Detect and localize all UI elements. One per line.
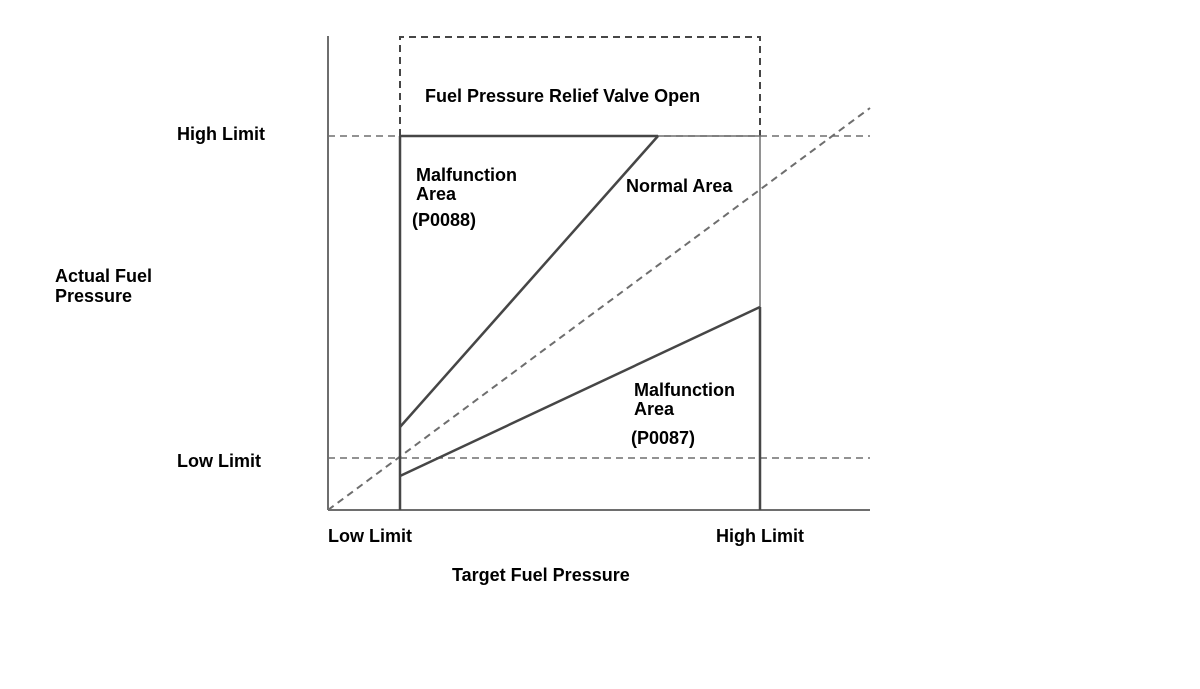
relief-valve-dashed-box: [399, 36, 761, 136]
normal-area-label: Normal Area: [626, 176, 733, 196]
reference-diagonal-dashed-line: [327, 107, 871, 511]
y-low-limit-label: Low Limit: [177, 451, 261, 471]
y-axis-title-line1: Actual Fuel: [55, 266, 152, 286]
upper-malfunction-label-line1: Malfunction: [416, 165, 517, 185]
y-axis-title-line2: Pressure: [55, 286, 132, 306]
upper-malfunction-threshold-line: [399, 135, 659, 428]
x-axis-title: Target Fuel Pressure: [452, 565, 630, 585]
relief-valve-label: Fuel Pressure Relief Valve Open: [425, 86, 700, 106]
upper-malfunction-label-line2: Area: [416, 184, 457, 204]
lower-malfunction-label-line1: Malfunction: [634, 380, 735, 400]
x-low-limit-label: Low Limit: [328, 526, 412, 546]
lower-malfunction-code: (P0087): [631, 428, 695, 448]
lower-malfunction-label-line2: Area: [634, 399, 675, 419]
upper-malfunction-code: (P0088): [412, 210, 476, 230]
x-high-limit-label: High Limit: [716, 526, 804, 546]
y-high-limit-label: High Limit: [177, 124, 265, 144]
lower-malfunction-threshold-line: [399, 305, 761, 478]
